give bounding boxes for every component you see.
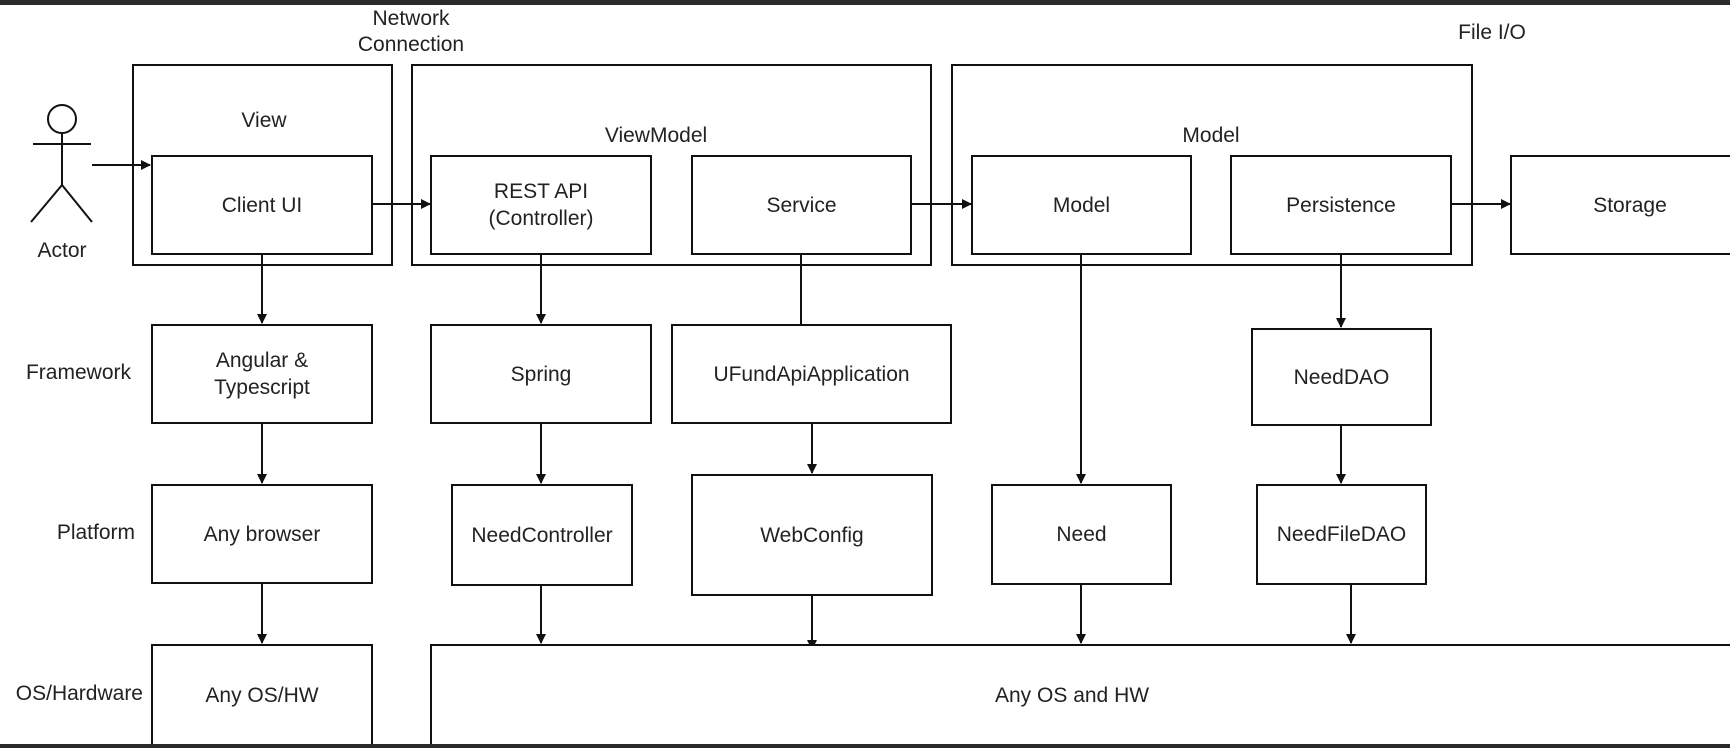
model-group-title: Model — [1182, 124, 1240, 147]
web-config-text: WebConfig — [760, 523, 864, 547]
any-browser-text: Any browser — [203, 522, 321, 546]
ufund-api-box: UFundApiApplication — [671, 324, 952, 424]
web-config-box: WebConfig — [691, 474, 933, 596]
actor-label: Actor — [37, 239, 87, 262]
any-os-and-hw-text: Any OS and HW — [995, 683, 1150, 707]
need-file-dao-box: NeedFileDAO — [1256, 484, 1427, 585]
any-browser-box: Any browser — [151, 484, 373, 584]
any-os-hw-box: Any OS/HW — [151, 644, 373, 746]
rest-api-box: REST API (Controller) — [430, 155, 652, 255]
rest-api-text: REST API (Controller) — [488, 180, 594, 230]
persistence-text: Persistence — [1286, 193, 1396, 217]
view-group-title: View — [241, 109, 287, 132]
os-hardware-label: OS/Hardware — [15, 682, 143, 705]
any-os-hw-text: Any OS/HW — [205, 683, 319, 707]
spring-box: Spring — [430, 324, 652, 424]
storage-box: Storage — [1510, 155, 1730, 255]
storage-text: Storage — [1593, 193, 1667, 217]
viewmodel-group-title: ViewModel — [604, 124, 708, 147]
persistence-box: Persistence — [1230, 155, 1452, 255]
bottom-border — [0, 744, 1730, 748]
need-file-dao-text: NeedFileDAO — [1276, 523, 1407, 546]
model-text: Model — [1052, 193, 1111, 217]
angular-box: Angular & Typescript — [151, 324, 373, 424]
service-box: Service — [691, 155, 912, 255]
file-io-label: File I/O — [1458, 21, 1526, 44]
need-text: Need — [1056, 523, 1107, 546]
any-os-and-hw-box: Any OS and HW — [430, 644, 1730, 746]
network-connection-label: Network Connection — [357, 7, 465, 56]
need-dao-text: NeedDAO — [1293, 365, 1390, 389]
service-text: Service — [766, 193, 837, 217]
top-border — [0, 0, 1730, 5]
need-dao-box: NeedDAO — [1251, 328, 1432, 426]
client-ui-box: Client UI — [151, 155, 373, 255]
actor-icon — [30, 104, 93, 223]
need-controller-box: NeedController — [451, 484, 633, 586]
platform-label: Platform — [56, 521, 135, 544]
ufund-api-text: UFundApiApplication — [713, 362, 910, 386]
viewmodel-group — [411, 64, 932, 266]
spring-text: Spring — [510, 362, 572, 386]
angular-text: Angular & Typescript — [214, 349, 310, 399]
model-box: Model — [971, 155, 1192, 255]
model-group — [951, 64, 1473, 266]
need-box: Need — [991, 484, 1172, 585]
framework-label: Framework — [25, 361, 131, 384]
client-ui-text: Client UI — [221, 193, 303, 217]
need-controller-text: NeedController — [471, 523, 613, 547]
